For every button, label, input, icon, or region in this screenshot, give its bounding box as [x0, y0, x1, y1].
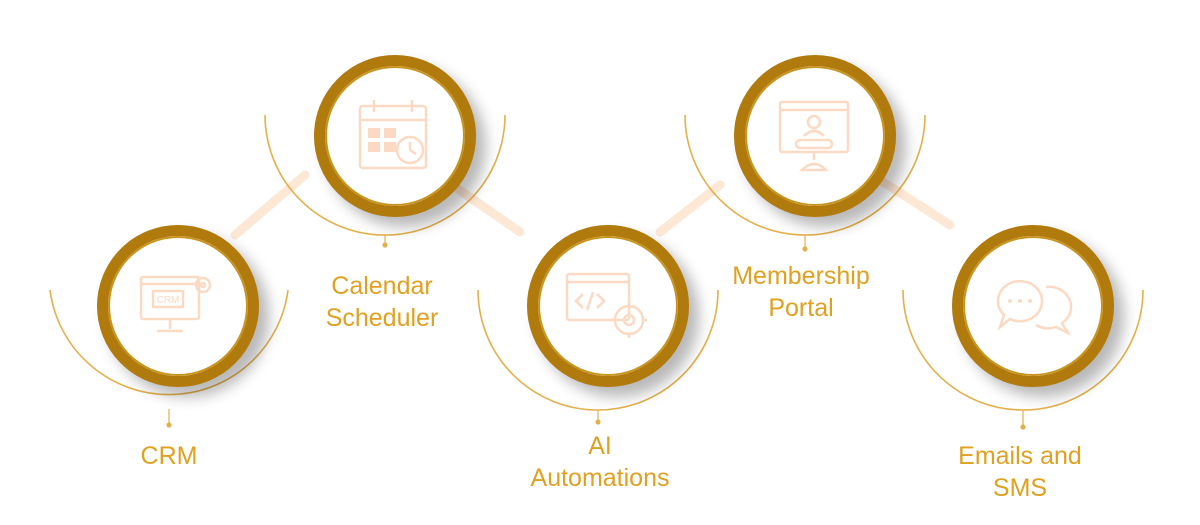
node-emails-arc — [902, 289, 1144, 430]
label-line: AI — [588, 432, 612, 460]
node-emails-ring — [952, 225, 1114, 387]
node-calendar-ring — [314, 55, 476, 217]
node-crm-arc — [49, 289, 289, 428]
label-line: CRM — [140, 442, 198, 470]
node-calendar: Calendar Scheduler — [262, 25, 522, 332]
label-line: Calendar — [331, 272, 433, 300]
label-line: Portal — [768, 294, 834, 322]
node-crm-ring: CRM — [97, 225, 259, 387]
node-membership-ring — [734, 55, 896, 217]
node-automations-ring — [527, 225, 689, 387]
label-line: SMS — [992, 474, 1048, 502]
node-automations-label: AI Automations — [480, 430, 720, 494]
node-crm: CRM CRM — [45, 195, 305, 495]
node-membership-arc — [684, 114, 926, 252]
node-crm-label: CRM — [49, 440, 289, 472]
node-calendar-arc — [264, 114, 506, 248]
node-membership-label: Membership Portal — [681, 260, 921, 324]
label-line: Membership — [732, 262, 870, 290]
chat-bubbles-icon — [963, 236, 1103, 376]
node-membership: Membership Portal — [682, 25, 942, 325]
node-emails-label: Emails and SMS — [900, 440, 1140, 504]
node-automations: AI Automations — [475, 195, 735, 495]
svg-text:CRM: CRM — [157, 295, 180, 306]
node-emails: Emails and SMS — [900, 195, 1160, 502]
membership-portal-icon — [745, 66, 885, 206]
label-line: Emails and — [958, 442, 1082, 470]
label-line: Scheduler — [325, 304, 439, 332]
crm-monitor-icon: CRM — [108, 236, 248, 376]
code-gear-icon — [538, 236, 678, 376]
node-automations-arc — [477, 289, 719, 425]
node-calendar-label: Calendar Scheduler — [262, 270, 502, 334]
calendar-clock-icon — [325, 66, 465, 206]
label-line: Automations — [530, 464, 670, 492]
